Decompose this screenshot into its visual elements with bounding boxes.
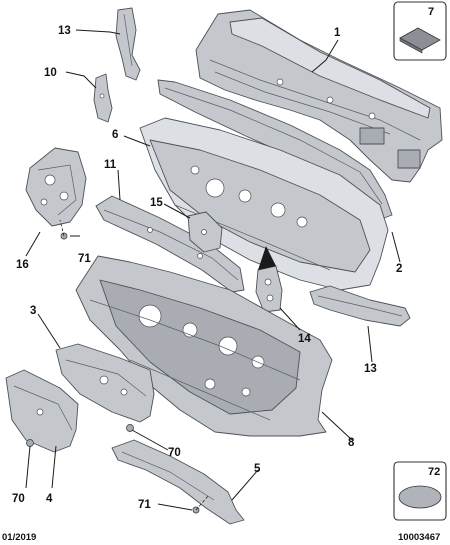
callout-5: 5 — [254, 463, 261, 475]
callout-71-upper: 71 — [78, 253, 91, 265]
part-10-small-bracket — [93, 73, 113, 123]
part-13-lower-bracket — [309, 285, 411, 327]
callout-10: 10 — [44, 67, 57, 79]
callout-70-left: 70 — [12, 493, 25, 505]
callout-4: 4 — [46, 493, 53, 505]
part-14-reinforcement-plate — [255, 246, 283, 313]
part-1-cowl-panel — [195, 9, 443, 183]
part-3-lower-panel — [55, 343, 155, 423]
callout-14: 14 — [298, 333, 311, 345]
part-16-side-panel — [25, 147, 87, 227]
inset-box-7-label: 7 — [428, 6, 434, 18]
callout-8: 8 — [348, 437, 355, 449]
callout-1: 1 — [334, 27, 341, 39]
inset-box-72: 72 — [393, 461, 447, 521]
part-11-crossmember-bar — [95, 195, 245, 293]
callout-13-lower: 13 — [364, 363, 377, 375]
part-5-bottom-strip — [111, 439, 245, 525]
inset-box-72-label: 72 — [428, 466, 440, 478]
part-8-main-dash-panel — [75, 255, 333, 437]
callout-6: 6 — [112, 129, 118, 141]
callout-11: 11 — [104, 159, 117, 171]
leader-lines — [25, 29, 401, 511]
callout-2: 2 — [396, 263, 402, 275]
inset-box-7: 7 — [393, 1, 447, 61]
fastener-clips — [26, 219, 209, 514]
callout-71-lower: 71 — [138, 499, 151, 511]
callout-70-center: 70 — [168, 447, 181, 459]
callout-15: 15 — [150, 197, 163, 209]
callout-13-upper: 13 — [58, 25, 71, 37]
footer-reference: 10003467 — [398, 532, 440, 543]
part-15-small-bracket — [187, 211, 223, 253]
footer-date: 01/2019 — [2, 532, 36, 543]
callout-16: 16 — [16, 259, 29, 271]
part-6-bulkhead-insulation — [139, 117, 389, 291]
part-13-upper-bracket — [115, 7, 141, 81]
part-4-corner-panel — [5, 369, 79, 453]
callout-3: 3 — [30, 305, 36, 317]
